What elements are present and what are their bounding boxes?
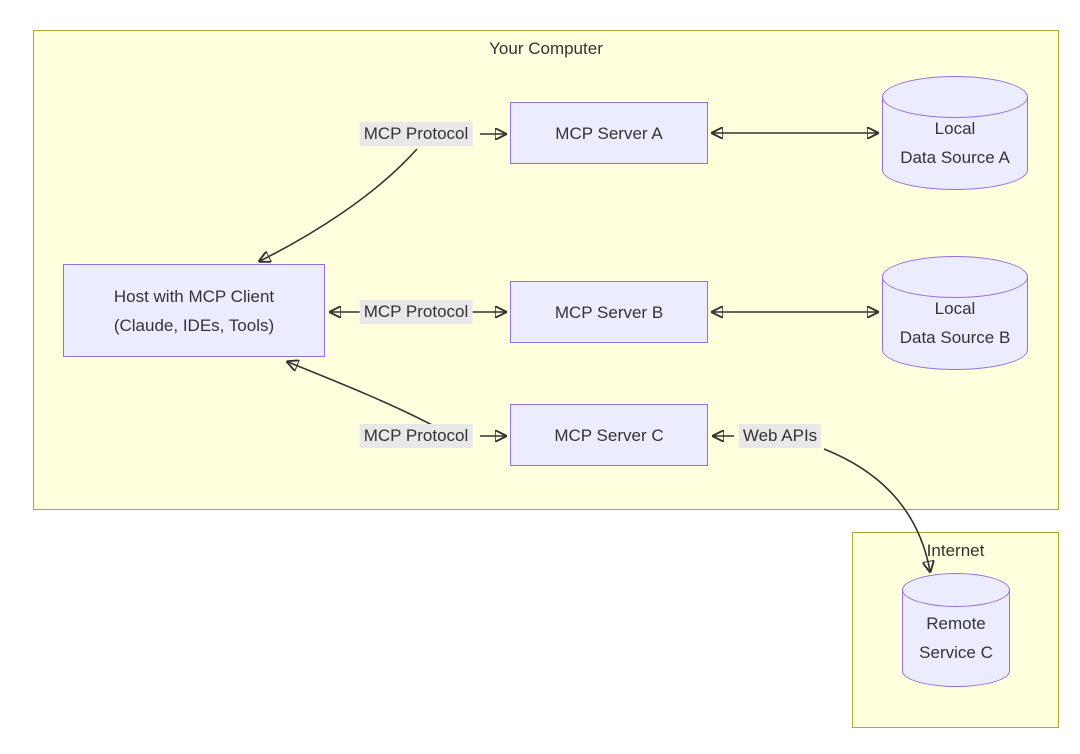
mcp-server-c-node: MCP Server C	[510, 404, 708, 466]
your-computer-group-label: Your Computer	[489, 39, 603, 58]
mcp-server-a-node: MCP Server A	[510, 102, 708, 164]
host-with-mcp-client-node: Host with MCP Client (Claude, IDEs, Tool…	[63, 264, 325, 357]
remote-service-c-cylinder: Remote Service C	[902, 573, 1010, 687]
host-node-label: Host with MCP Client (Claude, IDEs, Tool…	[113, 286, 275, 335]
mcp-server-b-label: MCP Server B	[554, 302, 664, 322]
local-data-source-a-cylinder: Local Data Source A	[882, 76, 1028, 190]
local-data-source-b-label: Local Data Source B	[899, 298, 1011, 347]
mcp-server-a-label: MCP Server A	[555, 123, 663, 143]
mcp-protocol-label-b: MCP Protocol	[359, 300, 473, 324]
internet-group-label: Internet	[926, 541, 985, 560]
remote-service-c-label: Remote Service C	[919, 613, 993, 662]
mcp-protocol-label-a: MCP Protocol	[359, 122, 473, 146]
mcp-protocol-label-c: MCP Protocol	[359, 424, 473, 448]
web-apis-label: Web APIs	[738, 424, 822, 448]
mcp-server-b-node: MCP Server B	[510, 281, 708, 343]
mcp-server-c-label: MCP Server C	[554, 425, 664, 445]
local-data-source-b-cylinder: Local Data Source B	[882, 256, 1028, 370]
local-data-source-a-label: Local Data Source A	[900, 118, 1010, 167]
